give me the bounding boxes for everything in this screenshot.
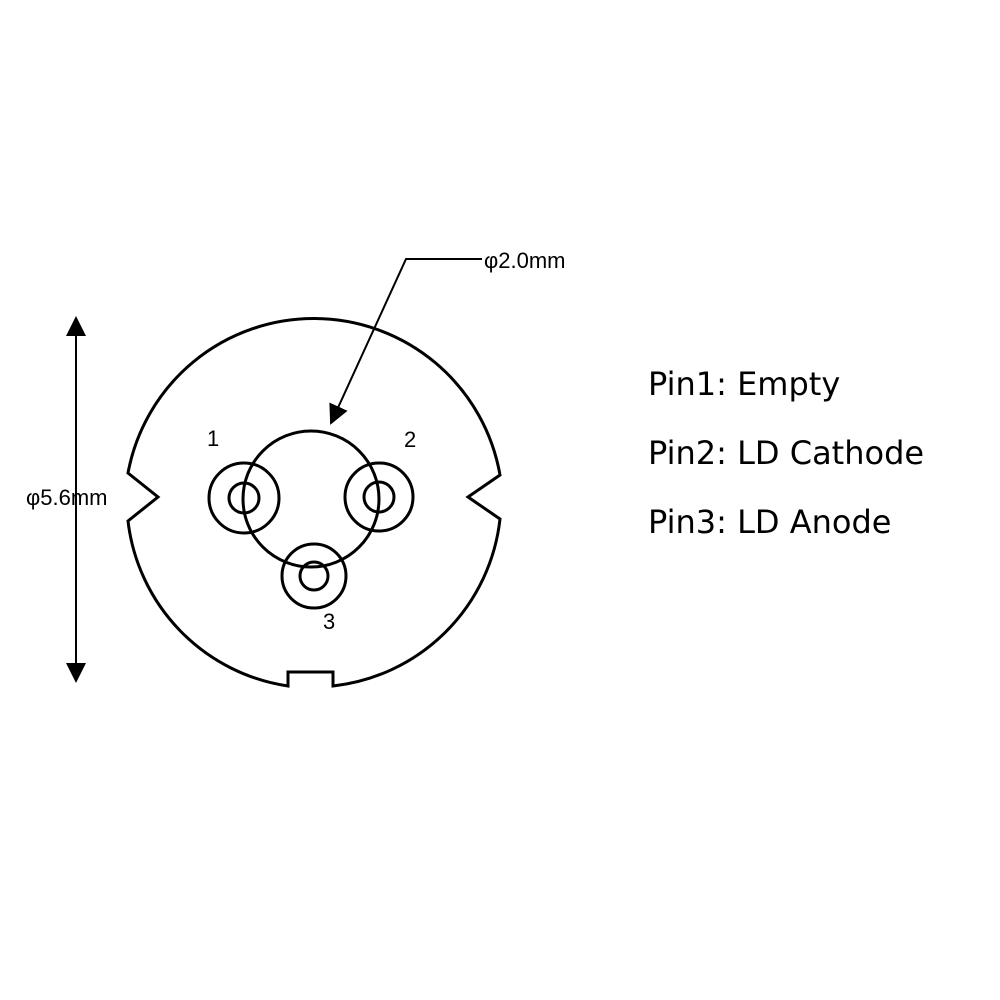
legend-pin3-id: Pin3: — [648, 503, 727, 541]
pin-1-lead — [227, 481, 261, 515]
pin-circle — [241, 429, 381, 569]
legend-pin2-function: LD Cathode — [737, 434, 925, 472]
legend-pin1-function: Empty — [737, 365, 841, 403]
pin-2-lead — [362, 480, 396, 514]
pin-function-legend: Pin1: Empty Pin2: LD Cathode Pin3: LD An… — [648, 362, 924, 569]
legend-row-pin2: Pin2: LD Cathode — [648, 431, 924, 500]
legend-pin3-function: LD Anode — [737, 503, 892, 541]
pin-3-lead — [298, 560, 330, 592]
pin-circle-leader — [329, 258, 482, 425]
pin-3-outer-ring — [280, 542, 348, 610]
pin-1-label: 1 — [207, 426, 219, 451]
pin-circle-diameter-label: φ2.0mm — [484, 248, 566, 273]
legend-row-pin3: Pin3: LD Anode — [648, 500, 924, 569]
pin-3-label: 3 — [323, 609, 335, 634]
legend-pin1-id: Pin1: — [648, 365, 727, 403]
pin-1-outer-ring — [207, 461, 281, 535]
outer-diameter-label: φ5.6mm — [26, 485, 108, 510]
pin-2-outer-ring — [343, 461, 415, 533]
pin-2-label: 2 — [404, 427, 416, 452]
legend-row-pin1: Pin1: Empty — [648, 362, 924, 431]
legend-pin2-id: Pin2: — [648, 434, 727, 472]
package-outline — [126, 317, 502, 688]
